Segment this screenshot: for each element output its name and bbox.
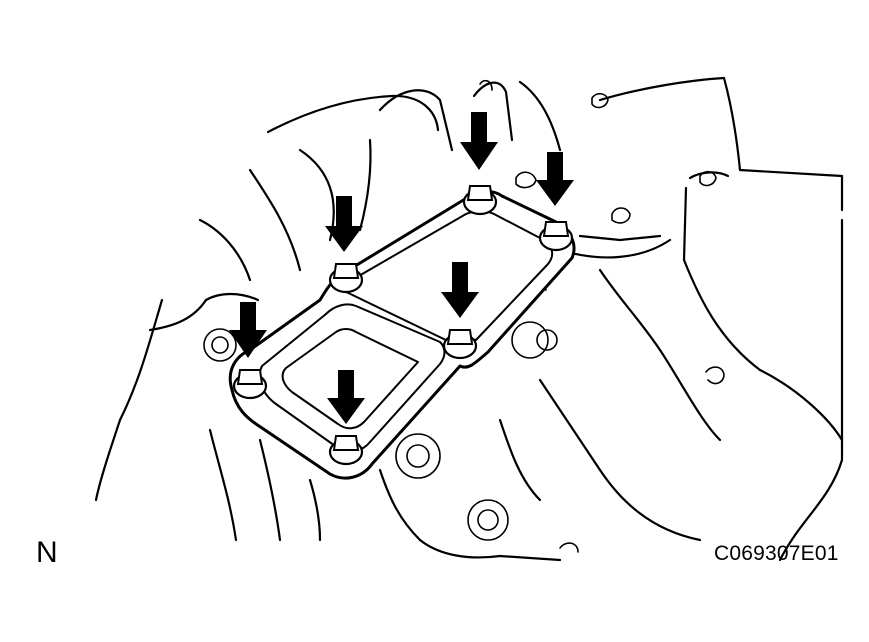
bolts <box>232 185 574 466</box>
view-letter-label: N <box>36 536 58 569</box>
arrow-down-icon <box>536 152 574 206</box>
bolt <box>232 369 268 400</box>
bolt <box>328 435 364 466</box>
bolt <box>328 263 364 294</box>
housing-outline <box>94 76 844 562</box>
cover-plate <box>228 190 576 480</box>
bolt <box>462 185 498 216</box>
bolt <box>538 221 574 252</box>
arrow-down-icon <box>441 262 479 318</box>
bolt-arrows <box>229 112 574 424</box>
arrow-down-icon <box>460 112 498 170</box>
arrow-down-icon <box>325 196 363 252</box>
arrow-down-icon <box>327 370 365 424</box>
arrow-down-icon <box>229 302 267 358</box>
figure-code-label: C069307E01 <box>714 542 839 565</box>
bolt <box>442 329 478 360</box>
